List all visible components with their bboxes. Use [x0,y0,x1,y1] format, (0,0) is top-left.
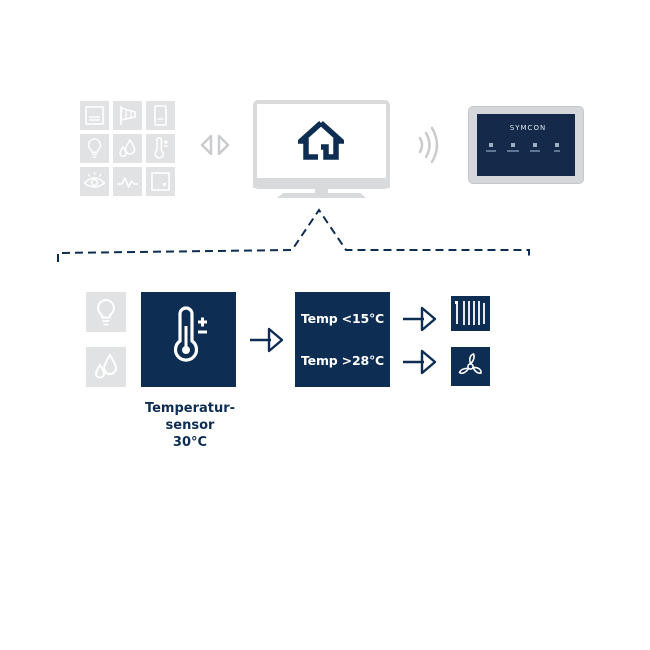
lightbulb-device-icon [80,134,109,163]
thermometer-icon [173,306,207,362]
sensor-value: 30°C [172,435,208,450]
humidity-sensor-tile [86,347,126,387]
rules-box: Temp <15°C Temp >28°C [295,292,390,387]
tablet-device [468,106,584,184]
tablet-menu-icons [486,143,560,152]
door-contact-icon [146,101,175,130]
arrow-right-icon [403,349,437,375]
energy-meter-icon [113,167,142,196]
lightbulb-sensor-tile [86,292,126,332]
bidirectional-arrow-icon [200,134,230,156]
eye-icon [80,167,109,196]
rule-condition-2: Temp >28°C [301,353,384,368]
fan-icon [458,353,482,375]
radiator-icon [455,301,485,325]
sensor-label-line1: Temperatur- [144,401,236,416]
arrow-right-icon [250,327,284,353]
fan-action-box [451,347,490,386]
wireless-signal-icon [418,126,439,164]
arrow-right-icon [403,306,437,332]
sensor-caption: Temperatur- sensor 30°C [130,400,250,451]
thermometer-device-icon [146,134,175,163]
home-icon [298,120,344,160]
dashed-connector [57,208,530,262]
sensor-label-line2: sensor [165,418,215,433]
temperature-sensor-box [141,292,236,387]
rule-condition-1: Temp <15°C [301,311,384,326]
windsock-icon [113,101,142,130]
radiator-action-box [451,296,490,331]
humidity-device-icon [113,134,142,163]
window-contact-icon [146,167,175,196]
tablet-brand-logo: SYMCON [509,124,547,132]
thermostat-device-icon [80,101,109,130]
